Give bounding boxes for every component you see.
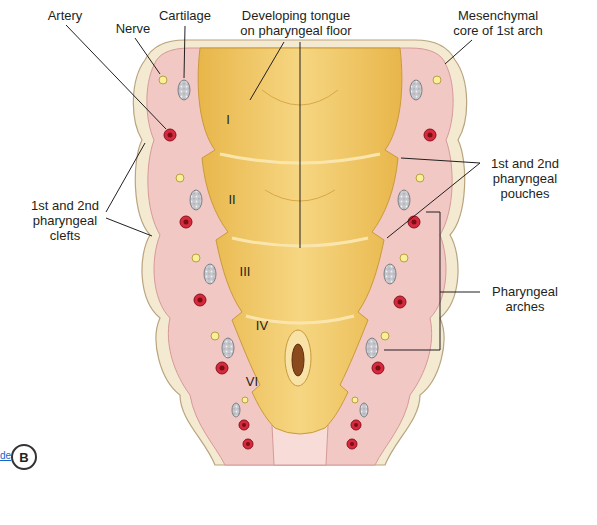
structure-label: Mesenchymal core of 1st arch	[448, 8, 548, 38]
cartilage	[232, 403, 240, 417]
cartilage	[204, 264, 216, 284]
cartilage	[384, 264, 396, 284]
arch-number: III	[230, 264, 260, 279]
pharynx-outer-wall	[133, 40, 466, 465]
artery-lumen	[184, 220, 189, 225]
cartilage	[360, 403, 368, 417]
arch-contents-left	[159, 76, 253, 449]
leader-line	[106, 143, 145, 212]
artery-lumen	[168, 133, 173, 138]
structure-label: Pharyngeal arches	[484, 284, 566, 314]
artery-lumen	[354, 423, 358, 427]
structure-label: 1st and 2nd pharyngeal clefts	[24, 198, 106, 243]
cartilage	[366, 338, 378, 358]
artery-lumen	[198, 298, 203, 303]
cartilage	[410, 80, 422, 100]
leader-line	[387, 163, 480, 238]
leader-line	[440, 292, 480, 293]
nerve	[433, 76, 441, 84]
leader-lines	[66, 25, 480, 350]
artery-lumen	[376, 366, 381, 371]
artery-lumen	[428, 133, 433, 138]
cartilage	[222, 338, 234, 358]
nerve	[400, 254, 408, 262]
artery-lumen	[398, 300, 403, 305]
leader-line	[135, 38, 160, 74]
arch-number: I	[213, 112, 243, 127]
artery-lumen	[220, 366, 225, 371]
artery	[394, 296, 406, 308]
bracket	[384, 212, 440, 350]
artery	[408, 216, 420, 228]
laryngeal-orifice	[292, 344, 304, 376]
nerve	[211, 332, 219, 340]
arch-number: VI	[237, 374, 267, 389]
leader-line	[184, 26, 185, 78]
artery	[424, 129, 436, 141]
nerve	[352, 397, 358, 403]
laryngeal-swelling	[285, 330, 311, 386]
nerve	[242, 397, 248, 403]
nerve	[416, 174, 424, 182]
panel-letter: B	[19, 450, 28, 465]
structure-label: 1st and 2nd pharyngeal pouches	[484, 156, 566, 201]
artery-lumen	[246, 442, 250, 446]
nerve	[159, 76, 167, 84]
structure-label: Nerve	[108, 21, 158, 36]
structure-label: Developing tongue on pharyngeal floor	[236, 8, 356, 38]
structure-label: Cartilage	[155, 8, 215, 23]
panel-letter-circle: B	[11, 444, 37, 470]
artery	[372, 362, 384, 374]
leader-line	[250, 42, 284, 100]
artery	[243, 439, 253, 449]
arch-contents-right	[347, 76, 441, 449]
leader-line	[66, 25, 166, 129]
leader-line	[445, 40, 472, 64]
artery-lumen	[350, 442, 354, 446]
artery	[239, 420, 249, 430]
cartilage	[178, 80, 190, 100]
artery	[347, 439, 357, 449]
leader-line	[300, 42, 301, 248]
nerve	[381, 332, 389, 340]
cartilage	[398, 190, 410, 210]
leader-line	[401, 158, 480, 163]
artery-lumen	[242, 423, 246, 427]
artery	[164, 129, 176, 141]
structure-label: Artery	[40, 8, 90, 23]
artery	[194, 294, 206, 306]
nerve	[176, 174, 184, 182]
artery	[351, 420, 361, 430]
arch-number: II	[217, 192, 247, 207]
arch-number: IV	[247, 318, 277, 333]
leader-line	[106, 218, 152, 236]
artery-lumen	[412, 220, 417, 225]
artery	[216, 362, 228, 374]
artery	[180, 216, 192, 228]
nerve	[192, 254, 200, 262]
cartilage	[190, 190, 202, 210]
